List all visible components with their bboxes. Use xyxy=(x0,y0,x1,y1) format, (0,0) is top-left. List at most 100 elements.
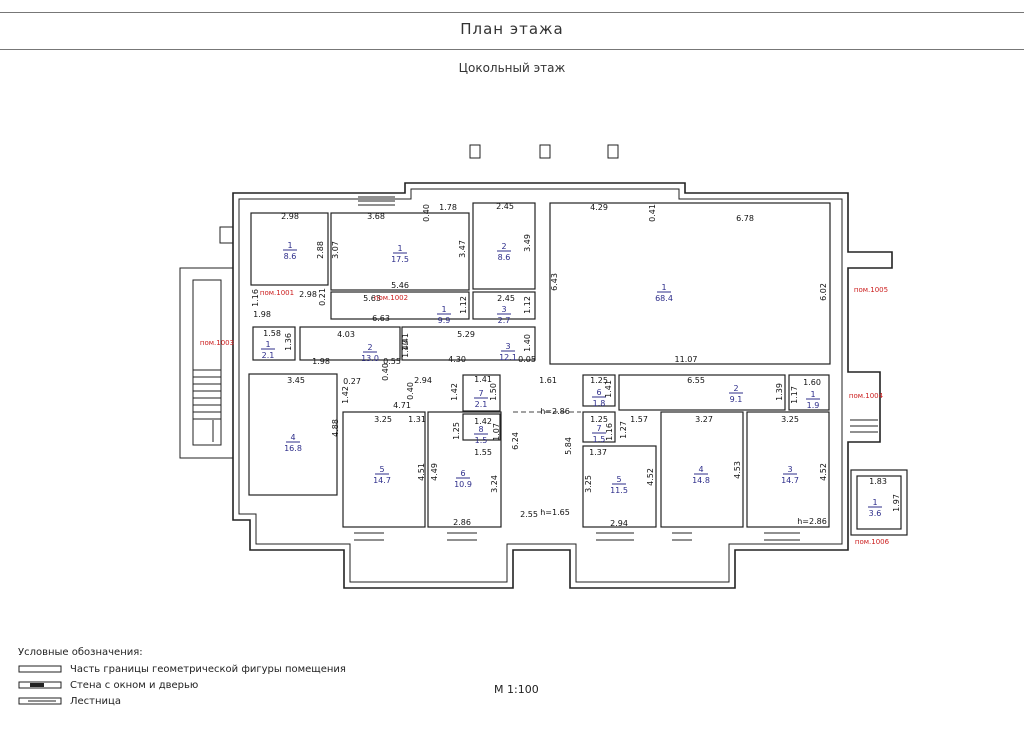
room-number: 2 xyxy=(501,242,506,251)
dimension-label: 3.25 xyxy=(374,415,392,424)
dimension-label: 1.61 xyxy=(539,376,557,385)
dimension-label: 1.36 xyxy=(284,333,293,351)
premise-label: пом.1004 xyxy=(849,392,884,400)
room-area: 9.9 xyxy=(438,316,451,325)
dimension-label: 1.55 xyxy=(474,448,492,457)
dimension-label: 0.40 xyxy=(422,204,431,222)
dimension-label: 2.88 xyxy=(316,241,325,259)
dimension-label: 1.17 xyxy=(790,386,799,404)
premise-labels: пом.1001пом.1002пом.1003пом.1004пом.1005… xyxy=(200,286,890,546)
room-number: 7 xyxy=(596,424,601,433)
height-label: h=1.65 xyxy=(540,508,570,517)
dimension-label: 0.40 xyxy=(406,382,415,400)
room-area: 12.1 xyxy=(499,353,517,362)
height-label: h=2.86 xyxy=(540,407,570,416)
room-area: 14.7 xyxy=(781,476,799,485)
room-area: 1.5 xyxy=(475,436,488,445)
dimension-label: 2.94 xyxy=(610,519,628,528)
room-number: 1 xyxy=(872,498,877,507)
legend-symbols xyxy=(18,665,62,705)
dimension-label: 1.78 xyxy=(439,203,457,212)
premise-label: пом.1005 xyxy=(854,286,888,294)
legend-heading: Условные обозначения: xyxy=(18,647,143,658)
dimension-label: 1.25 xyxy=(590,376,608,385)
dimension-label: 1.27 xyxy=(619,421,628,439)
dimension-label: 1.98 xyxy=(253,310,271,319)
dimension-label: 0.55 xyxy=(383,357,401,366)
room-area: 11.5 xyxy=(610,486,628,495)
room-labels: 18.6117.528.6168.419.932.712.1213.0312.1… xyxy=(261,241,882,518)
dimension-label: 4.51 xyxy=(417,463,426,481)
dimension-label: 1.39 xyxy=(775,383,784,401)
room-number: 6 xyxy=(596,388,601,397)
dimension-label: 1.12 xyxy=(523,296,532,314)
room-number: 1 xyxy=(397,244,402,253)
dimension-label: 3.27 xyxy=(695,415,713,424)
dimension-label: 1.42 xyxy=(474,417,492,426)
dimension-label: 2.98 xyxy=(281,212,299,221)
door-marks xyxy=(354,532,800,541)
room-number: 4 xyxy=(290,433,295,442)
dimension-label: 0.27 xyxy=(343,377,361,386)
dimension-label: 1.41 xyxy=(474,375,492,384)
room-area: 10.9 xyxy=(454,480,472,489)
room-area: 8.6 xyxy=(284,252,297,261)
room-area: 1.8 xyxy=(593,399,606,408)
room-area: 3.6 xyxy=(869,509,882,518)
dimension-label: 1.31 xyxy=(408,415,426,424)
dimension-label: 5.63 xyxy=(363,294,381,303)
room-area: 1.5 xyxy=(593,435,606,444)
inner-wall xyxy=(238,188,843,583)
room-area: 2.1 xyxy=(475,400,488,409)
room-walls xyxy=(248,202,908,536)
dimension-label: 3.45 xyxy=(287,376,305,385)
legend-item-stair: Лестница xyxy=(70,696,121,707)
room-area: 1.9 xyxy=(807,401,820,410)
dimension-label: 1.97 xyxy=(892,494,901,512)
dimension-label: 4.52 xyxy=(646,468,655,486)
room-area: 14.8 xyxy=(692,476,710,485)
room-number: 1 xyxy=(265,340,270,349)
plan-title: План этажа xyxy=(460,20,564,38)
room-number: 2 xyxy=(733,384,738,393)
outer-wall xyxy=(232,182,893,589)
dimension-label: 0.41 xyxy=(648,204,657,222)
dimension-label: 3.25 xyxy=(584,475,593,493)
dimension-label: 4.88 xyxy=(331,419,340,437)
dimension-label: 1.42 xyxy=(450,383,459,401)
dimension-label: 1.41 xyxy=(401,333,410,351)
dimension-label: 1.60 xyxy=(803,378,821,387)
dimension-label: 3.49 xyxy=(523,234,532,252)
dimension-label: 6.24 xyxy=(511,432,520,450)
dimension-label: 1.98 xyxy=(312,357,330,366)
room-number: 1 xyxy=(810,390,815,399)
premise-label: пом.1003 xyxy=(200,339,234,347)
dimension-label: 1.57 xyxy=(630,415,648,424)
dimension-label: 1.25 xyxy=(452,422,461,440)
dimension-label: 1.83 xyxy=(869,477,887,486)
dimension-label: 6.63 xyxy=(372,314,390,323)
room-area: 8.6 xyxy=(498,253,511,262)
premise-label: пом.1006 xyxy=(855,538,890,546)
room-number: 3 xyxy=(787,465,792,474)
dimension-label: 4.03 xyxy=(337,330,355,339)
dimension-label: 5.84 xyxy=(564,437,573,455)
dimension-label: 2.45 xyxy=(496,202,514,211)
scale-label: М 1:100 xyxy=(494,683,539,696)
dimension-label: 4.29 xyxy=(590,203,608,212)
dimension-label: 1.12 xyxy=(459,296,468,314)
room-number: 3 xyxy=(501,305,506,314)
dimension-label: 1.37 xyxy=(589,448,607,457)
dimension-label: 1.58 xyxy=(263,329,281,338)
dimension-label: 1.40 xyxy=(523,334,532,352)
room-area: 9.1 xyxy=(730,395,743,404)
dimension-label: 2.98 xyxy=(299,290,317,299)
dimension-label: 3.47 xyxy=(458,240,467,258)
room-area: 17.5 xyxy=(391,255,409,264)
dimension-label: 1.42 xyxy=(341,386,350,404)
room-number: 1 xyxy=(661,283,666,292)
legend-item-boundary: Часть границы геометрической фигуры поме… xyxy=(70,664,346,675)
dimension-label: 0.05 xyxy=(518,355,536,364)
left-stair xyxy=(179,226,234,459)
